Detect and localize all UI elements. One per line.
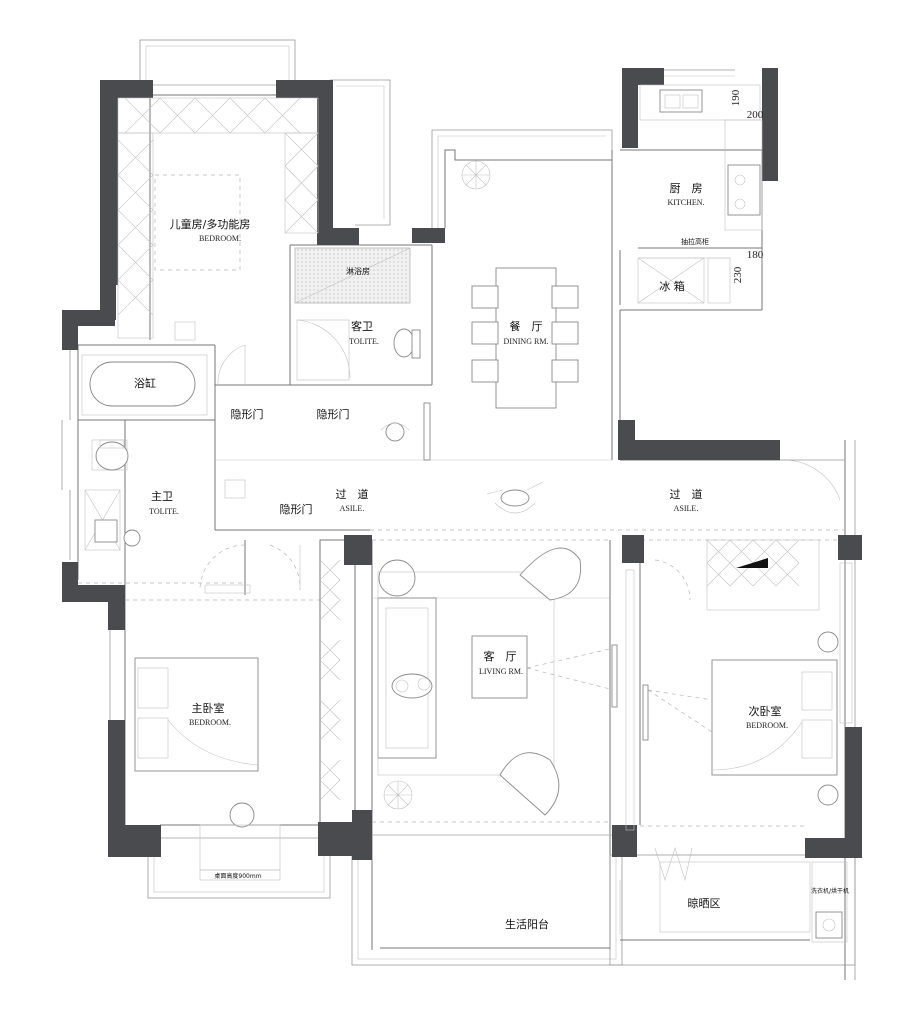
corridor-left-en-label: ASILE. <box>340 504 365 513</box>
walls <box>62 68 862 860</box>
corridor <box>486 459 845 514</box>
dim-230-label: 230 <box>732 266 744 283</box>
shower-label: 淋浴房 <box>346 266 370 276</box>
hidden-door-2-label: 隐形门 <box>317 407 350 421</box>
second-bedroom-label: 次卧室 <box>749 704 782 718</box>
master-bath-en-label: TOLITE. <box>149 507 179 516</box>
guest-bath <box>289 247 421 385</box>
drying-area <box>619 846 848 943</box>
master-bedroom-area <box>134 544 341 881</box>
kitchen-en-label: KITCHEN. <box>667 198 704 207</box>
kitchen-label: 厨 房 <box>670 182 703 195</box>
corridor-right-en-label: ASILE. <box>674 504 699 513</box>
corridor-left-label: 过 道 <box>336 487 369 501</box>
second-bedroom-area <box>625 539 853 831</box>
bathtub-label: 浴缸 <box>134 376 156 390</box>
kids-room <box>117 97 319 341</box>
master-bedroom-en-label: BEDROOM. <box>189 718 231 727</box>
living-label: 客 厅 <box>484 649 517 663</box>
second-bedroom-en-label: BEDROOM. <box>746 721 788 730</box>
drying-label: 晾晒区 <box>688 896 721 910</box>
desk-note-label: 桌面高度900mm <box>214 872 261 880</box>
dining-area <box>380 160 579 461</box>
balcony-label: 生活阳台 <box>505 917 549 931</box>
master-bath-label: 主卫 <box>151 490 173 503</box>
dim-180-label: 180 <box>747 249 764 261</box>
corridor-right-label: 过 道 <box>670 487 703 501</box>
living-en-label: LIVING RM. <box>479 667 523 676</box>
master-bath <box>81 344 251 595</box>
living-area <box>377 547 618 816</box>
dim-190-label: 190 <box>730 89 742 106</box>
guest-bath-label: 客卫 <box>351 319 373 333</box>
guest-bath-en-label: TOLITE. <box>349 337 379 346</box>
fridge-label: 冰 箱 <box>659 279 685 293</box>
dining-label: 餐 厅 <box>510 319 543 333</box>
master-bedroom-label: 主卧室 <box>192 701 225 715</box>
kids-room-label: 儿童房/多功能房 <box>170 217 251 231</box>
dim-200-label: 200 <box>747 109 764 121</box>
kids-room-en-label: BEDROOM. <box>199 234 241 243</box>
labels: 儿童房/多功能房 BEDROOM. 淋浴房 客卫 TOLITE. 餐 厅 DIN… <box>134 89 849 931</box>
kitchen-note-label: 抽拉高柜 <box>681 237 709 246</box>
hidden-door-3-label: 隐形门 <box>280 502 313 516</box>
hidden-door-1-label: 隐形门 <box>231 407 264 421</box>
kitchen-area <box>619 84 763 305</box>
dining-en-label: DINING RM. <box>504 337 549 346</box>
washer-label: 洗衣机/烘干机 <box>811 887 849 895</box>
